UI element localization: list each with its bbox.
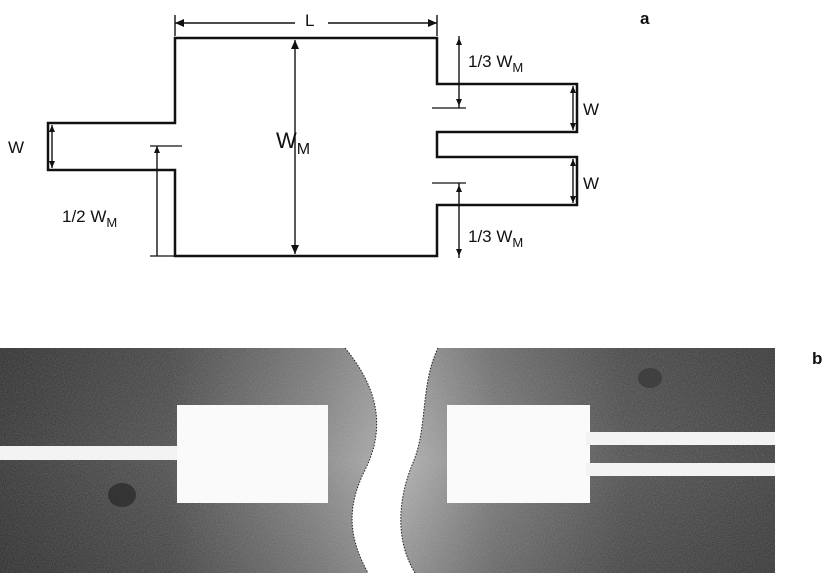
label-right-upper-width: W: [583, 100, 599, 119]
micrograph-left-pad: [177, 405, 328, 503]
panel-a-label: a: [640, 9, 650, 28]
structure-outline: [46, 36, 579, 258]
micrograph-right-pad: [447, 405, 590, 503]
panel-b-micrograph: [0, 347, 775, 573]
micrograph-input-line: [0, 446, 180, 460]
label-left-width: W: [8, 138, 24, 157]
label-left-offset: 1/2 WM: [62, 207, 117, 230]
label-right-lower-width: W: [583, 174, 599, 193]
micrograph-output-line-upper: [586, 432, 775, 445]
label-right-top-offset: 1/3 WM: [468, 52, 523, 75]
panel-a-schematic: [46, 15, 579, 258]
label-length: L: [305, 11, 314, 30]
label-right-bottom-offset: 1/3 WM: [468, 227, 523, 250]
micrograph-output-line-lower: [586, 463, 775, 476]
panel-b-label: b: [812, 349, 822, 368]
label-main-width: WM: [276, 128, 310, 158]
